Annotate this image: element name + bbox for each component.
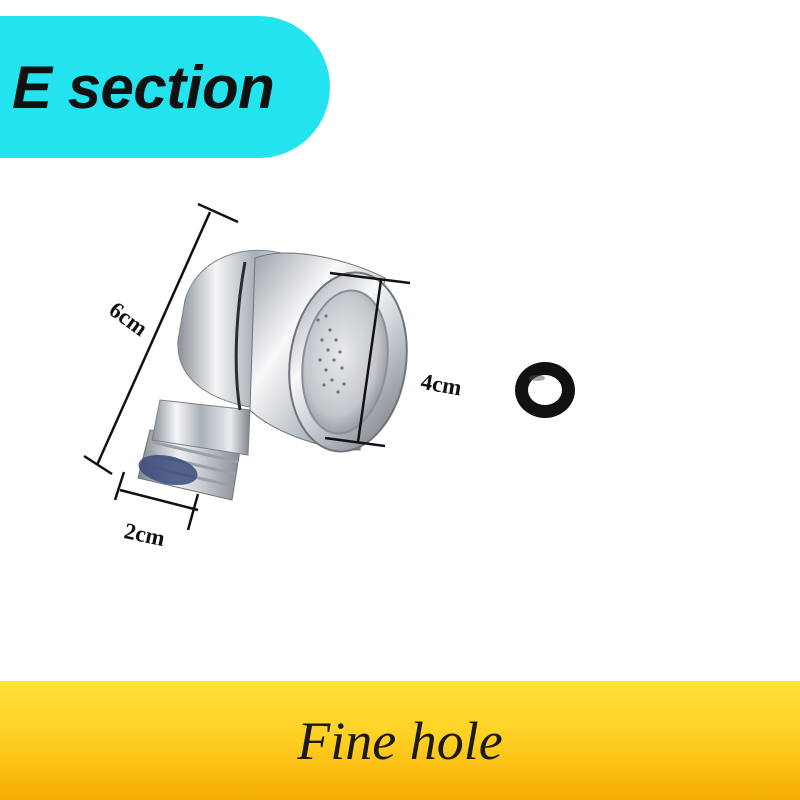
section-title: E section <box>12 53 275 121</box>
height-label: 6cm <box>105 297 153 341</box>
shower-adapter-icon <box>137 249 408 501</box>
dimension-diameter <box>324 271 411 448</box>
spray-holes-icon <box>316 314 346 394</box>
dimension-height <box>83 202 239 476</box>
footer-banner: Fine hole <box>0 681 800 800</box>
thread-label: 2cm <box>122 518 167 551</box>
footer-label: Fine hole <box>297 710 503 771</box>
washer-icon <box>515 362 575 418</box>
section-badge: E section <box>0 16 330 158</box>
diameter-label: 4cm <box>419 369 464 401</box>
dimension-thread <box>113 471 200 531</box>
